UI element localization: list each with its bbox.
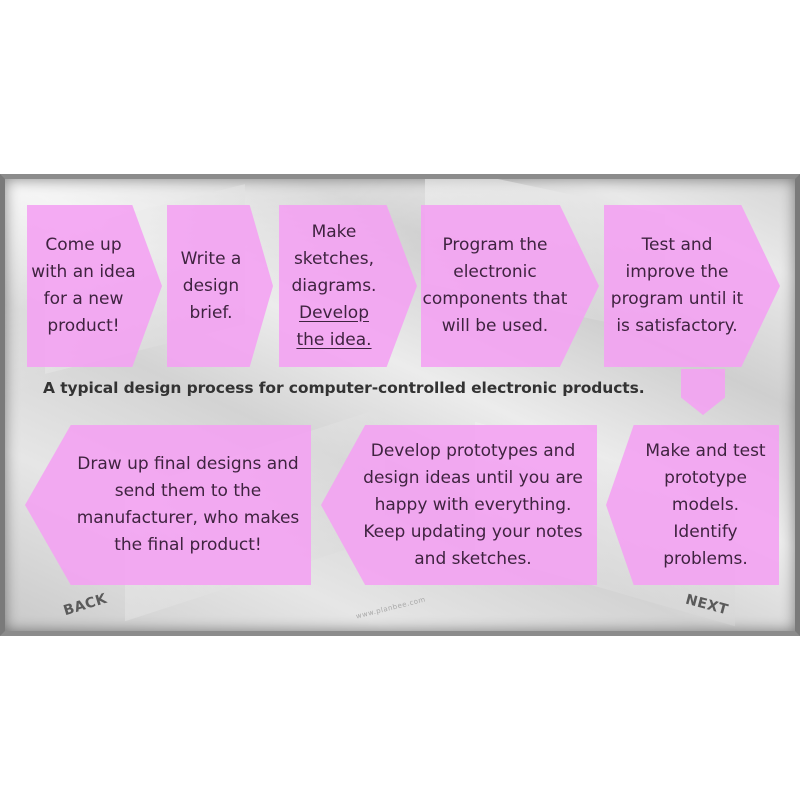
step-text-line: Come up (45, 235, 122, 255)
step-text-line: Write a (180, 248, 242, 269)
step-text-line: diagrams. (291, 275, 377, 296)
back-button[interactable]: BACK (61, 590, 110, 620)
step-text-line: electronic (453, 262, 537, 282)
step-text-line: Program the (442, 235, 548, 255)
step-text-line: Make and test (645, 440, 766, 461)
watermark: www.planbee.com (355, 595, 427, 621)
step-text-line: design ideas until you are (363, 467, 583, 488)
step-text-line: send them to the (114, 481, 262, 501)
step-text-line: brief. (189, 302, 233, 323)
step-text-line: improve the (625, 262, 729, 282)
step-text-line: with an idea (31, 262, 136, 282)
step-text-line: problems. (663, 548, 748, 569)
step-3-make-sketches: Make sketches, diagrams. Develop the ide… (279, 205, 417, 367)
step-text-line: and sketches. (414, 548, 532, 569)
step-5-test-and-improve: Test and improve the program until it is… (604, 205, 780, 367)
slide-canvas: Come up with an idea for a new product! … (0, 174, 800, 636)
step-text-line: happy with everything. (374, 494, 572, 515)
develop-link-line[interactable]: Develop (299, 302, 369, 323)
step-text-line: Test and (641, 235, 713, 255)
step-text-line: program until it (610, 289, 744, 309)
step-text-line: prototype (664, 467, 747, 488)
develop-the-idea-link[interactable]: Develop the idea. (292, 300, 377, 354)
step-text-line: sketches, (293, 248, 375, 269)
step-1-come-up-with-idea: Come up with an idea for a new product! (27, 205, 162, 367)
step-text-line: components that (422, 289, 568, 309)
step-text-line: Keep updating your notes (363, 521, 583, 542)
step-text-line: manufacturer, who makes (76, 508, 300, 528)
step-4-program-components: Program the electronic components that w… (421, 205, 599, 367)
step-9-draw-final-designs: Draw up final designs and send them to t… (25, 425, 311, 585)
step-text-line: the final product! (114, 535, 262, 555)
step-text-line: for a new (43, 289, 124, 309)
down-arrow-connector (681, 369, 725, 415)
step-7-make-and-test-prototype: Make and test prototype models. Identify… (606, 425, 779, 585)
step-8-develop-prototypes: Develop prototypes and design ideas unti… (321, 425, 597, 585)
step-text-line: will be used. (441, 316, 549, 336)
step-text-line: design (182, 275, 240, 296)
step-text-line: Identify (673, 521, 738, 542)
step-text-line: Make (311, 221, 357, 242)
develop-link-line[interactable]: the idea. (296, 329, 372, 350)
step-text-line: is satisfactory. (616, 316, 738, 336)
step-text-line: models. (671, 494, 740, 515)
step-2-write-design-brief: Write a design brief. (167, 205, 273, 367)
step-text-line: product! (47, 316, 120, 336)
step-text-line: Draw up final designs and (77, 454, 299, 474)
diagram-caption: A typical design process for computer-co… (43, 379, 645, 397)
step-text-line: Develop prototypes and (370, 440, 576, 461)
